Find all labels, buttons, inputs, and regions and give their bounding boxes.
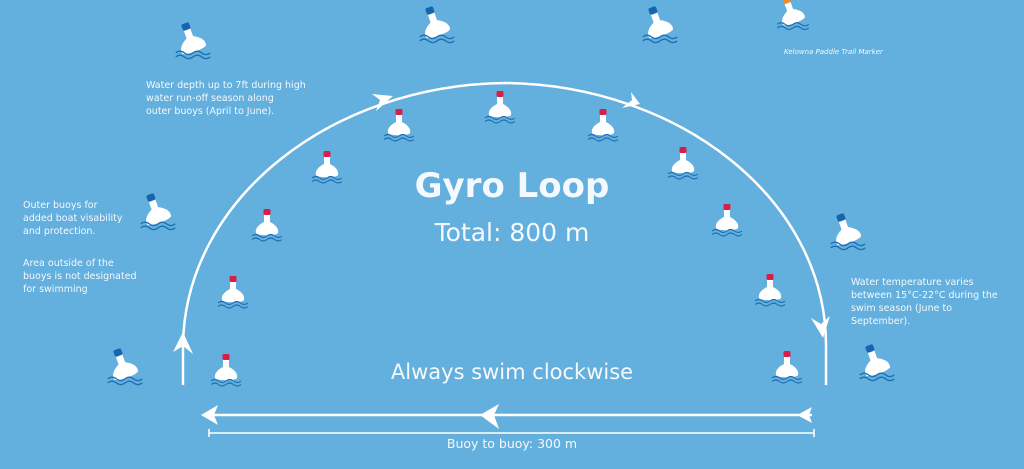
inner-buoy-icon bbox=[311, 151, 343, 184]
note-line: Outer buoys for bbox=[23, 200, 98, 211]
outer-buoy-icon bbox=[175, 22, 211, 60]
note-line: buoys is not designated bbox=[23, 271, 137, 282]
depth-note: Water depth up to 7ft during high water … bbox=[146, 79, 306, 118]
outer-buoy-icon bbox=[642, 6, 678, 44]
note-line: Water depth up to 7ft during high bbox=[146, 80, 306, 91]
note-line: for swimming bbox=[23, 284, 88, 295]
inner-buoy-icon bbox=[484, 91, 516, 124]
inner-buoy-icon bbox=[667, 147, 699, 180]
inner-buoy-icon bbox=[210, 354, 242, 387]
total-distance: Total: 800 m bbox=[434, 218, 590, 247]
note-line: swim season (June to bbox=[851, 303, 953, 314]
outer-buoy-icon bbox=[859, 344, 895, 382]
inner-buoy-icon bbox=[217, 276, 249, 309]
note-line: and protection. bbox=[23, 226, 96, 237]
arrow-up-icon bbox=[173, 332, 193, 354]
inner-buoy-icon bbox=[771, 351, 803, 384]
temperature-note: Water temperature varies between 15°C-22… bbox=[851, 276, 998, 328]
outer-buoy-icon bbox=[830, 213, 866, 251]
direction-instruction: Always swim clockwise bbox=[390, 360, 634, 384]
arrow-down-icon bbox=[811, 316, 830, 338]
buoy-distance: Buoy to buoy: 300 m bbox=[446, 436, 578, 451]
arrow-left-icon bbox=[480, 404, 499, 429]
arrow-right-icon bbox=[372, 94, 393, 111]
note-line: outer buoys (April to June). bbox=[146, 106, 275, 117]
arrow-left-icon bbox=[201, 405, 218, 425]
note-line: Water temperature varies bbox=[851, 277, 974, 288]
arrow-right-icon bbox=[622, 92, 640, 108]
outer-buoy-icon bbox=[419, 6, 455, 44]
inner-buoy-icon bbox=[587, 109, 619, 142]
note-line: September). bbox=[851, 316, 911, 327]
outer-buoys-note: Outer buoys for added boat visability an… bbox=[23, 199, 123, 238]
outside-area-note: Area outside of the buoys is not designa… bbox=[23, 257, 137, 296]
paddle-trail-marker-label: Kelowna Paddle Trail Marker bbox=[784, 48, 883, 56]
clockwise-route-arc bbox=[181, 81, 828, 385]
arrow-left-icon bbox=[797, 407, 812, 423]
outer-buoy-icon bbox=[107, 348, 143, 386]
note-line: Area outside of the bbox=[23, 258, 114, 269]
outer-buoy-icon bbox=[140, 193, 176, 231]
inner-buoy-icon bbox=[754, 274, 786, 307]
page-title: Gyro Loop bbox=[414, 166, 610, 206]
inner-buoy-icon bbox=[383, 109, 415, 142]
paddle-trail-marker-icon bbox=[776, 0, 810, 31]
inner-buoy-icon bbox=[251, 209, 283, 242]
note-line: added boat visability bbox=[23, 213, 123, 224]
note-line: water run-off season along bbox=[146, 93, 274, 104]
inner-buoy-icon bbox=[711, 204, 743, 237]
note-line: between 15°C-22°C during the bbox=[851, 290, 998, 301]
